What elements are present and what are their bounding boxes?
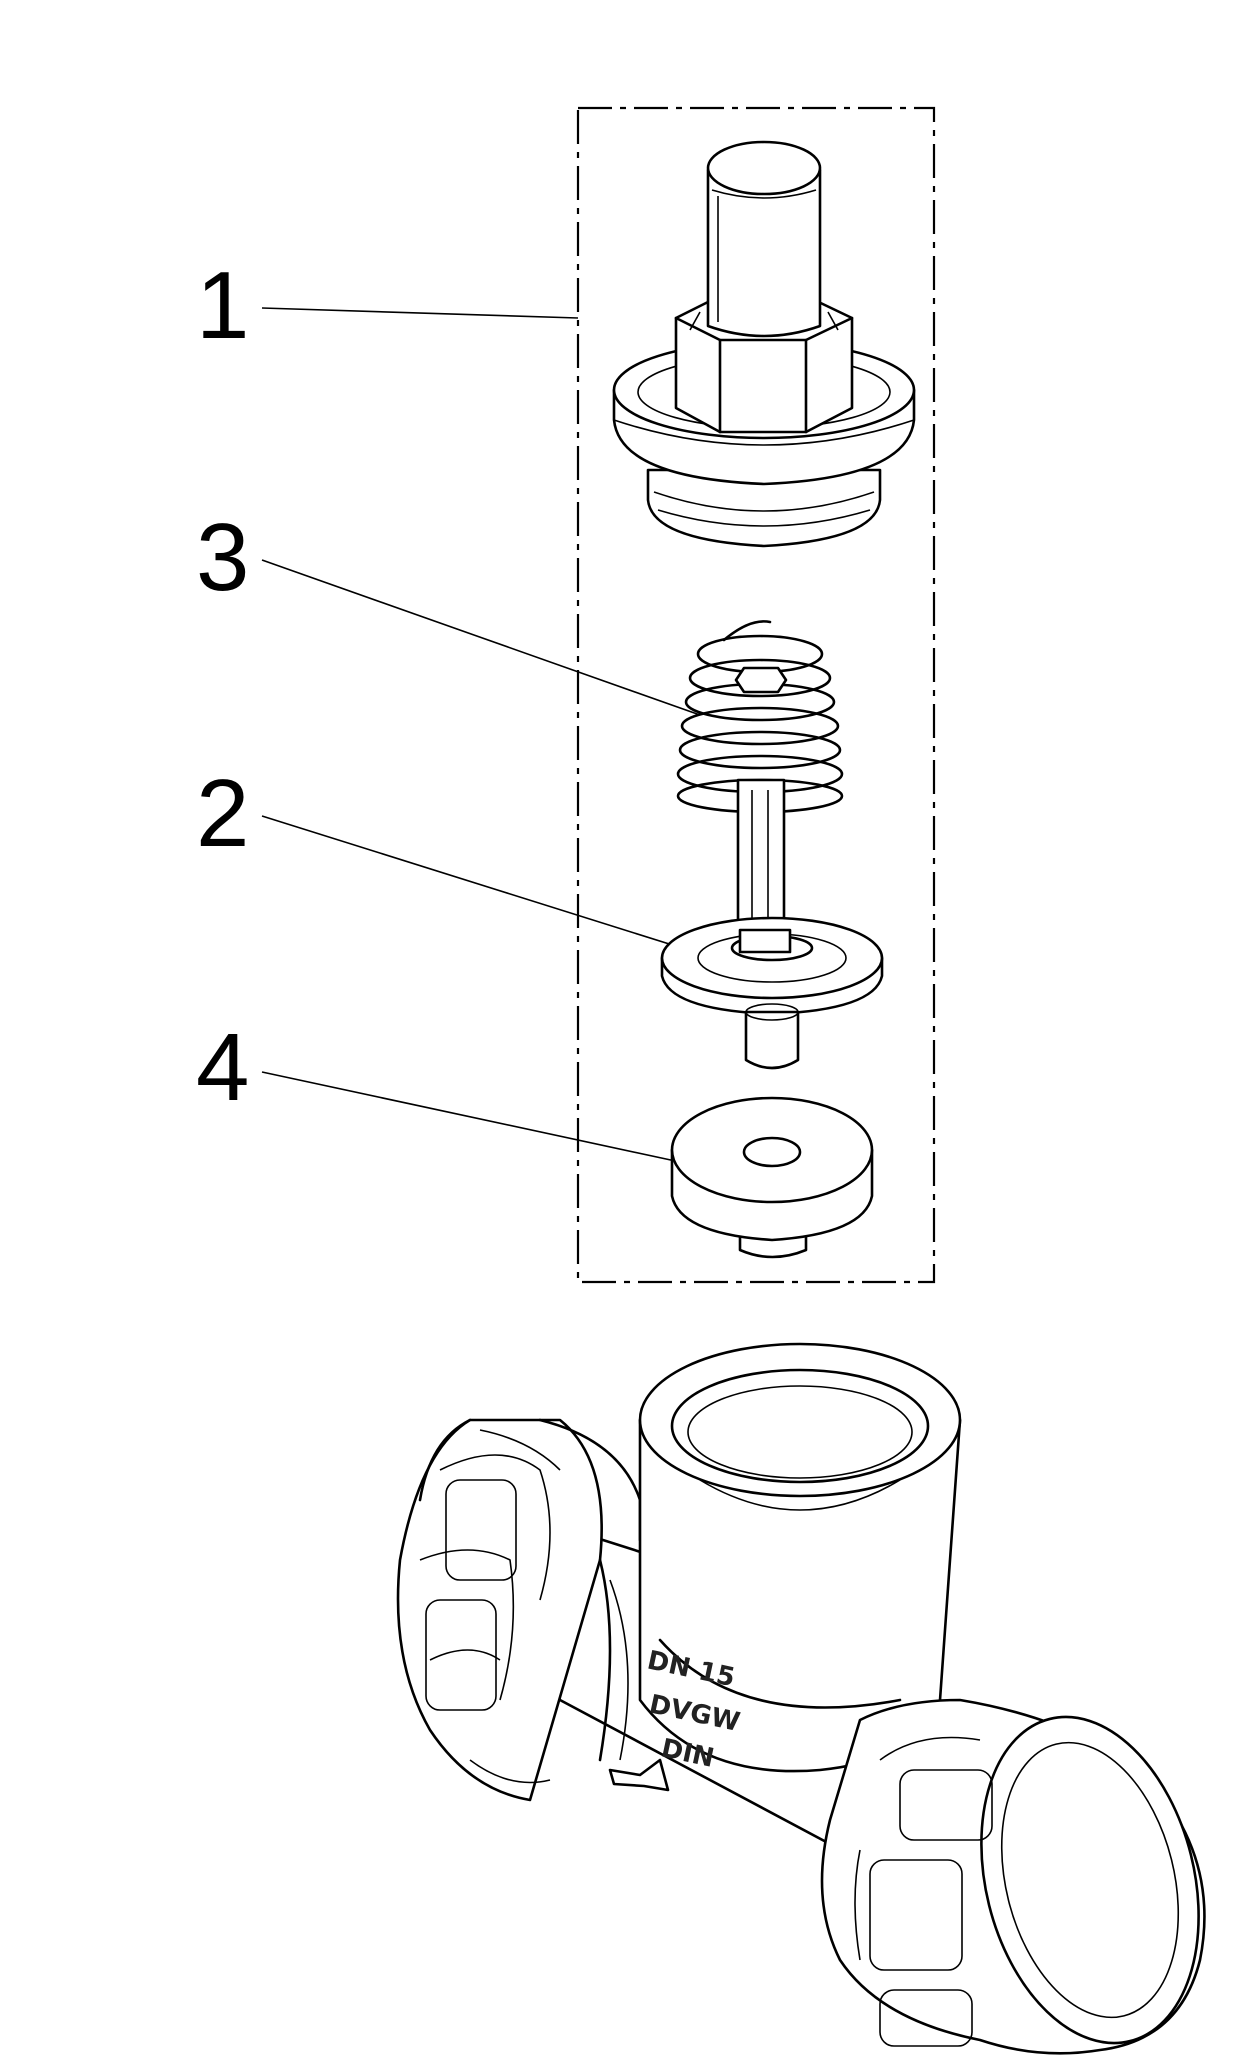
- tee-valve-body: DN 15 DVGW DIN: [396, 1342, 1206, 2055]
- callout-label-1: 1: [196, 252, 249, 359]
- callout-label-3: 3: [196, 504, 249, 611]
- leader-line-2: [261, 815, 683, 949]
- leader-line-4: [261, 1071, 681, 1163]
- callout-label-4: 4: [196, 1014, 249, 1121]
- callout-label-2: 2: [196, 760, 249, 867]
- part-4-seal-washer: [670, 1096, 874, 1259]
- part-1-bonnet: [612, 140, 916, 548]
- assembly-boundary-box: [576, 106, 936, 1284]
- leader-line-1: [261, 307, 579, 319]
- part-2-valve-disc: [660, 778, 884, 1070]
- leader-line-3: [261, 559, 701, 716]
